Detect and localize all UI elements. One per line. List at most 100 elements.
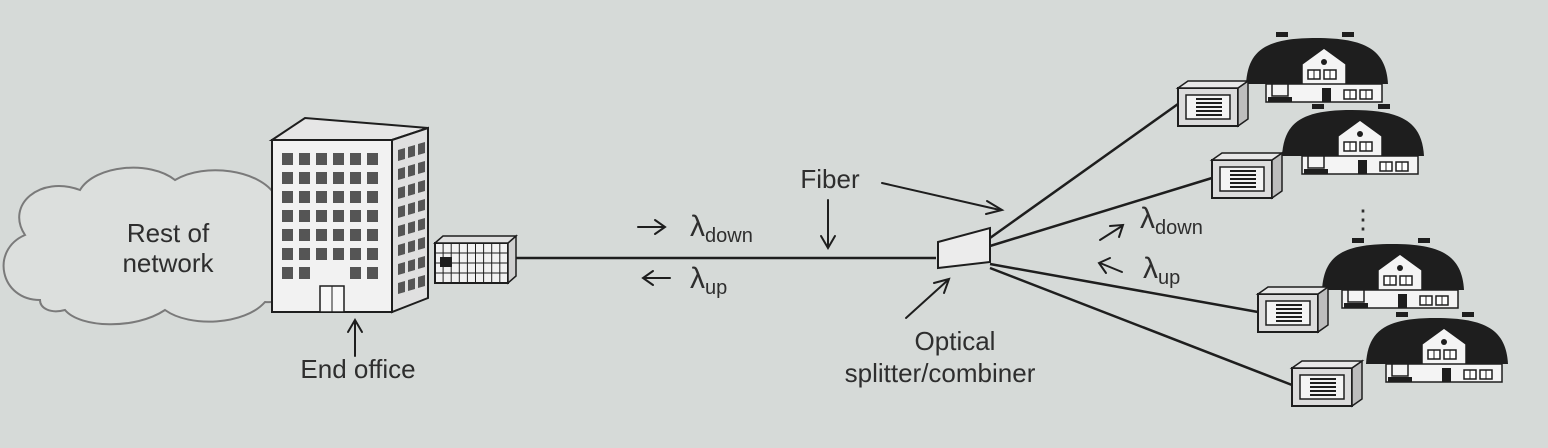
ont-box: [1289, 359, 1365, 408]
building-window: [299, 153, 310, 165]
building-window: [299, 172, 310, 184]
building-window: [333, 229, 344, 241]
building-window: [333, 210, 344, 222]
building-side-window: [398, 167, 405, 180]
home: [1322, 238, 1464, 309]
building-window: [282, 267, 293, 279]
lambda-symbol: λ: [690, 262, 705, 295]
building-side-window: [418, 237, 425, 250]
building-window: [316, 172, 327, 184]
building-window: [316, 191, 327, 203]
home: [1366, 312, 1508, 383]
building-window: [299, 191, 310, 203]
lambda-symbol: λ: [1143, 252, 1158, 285]
home: [1246, 32, 1388, 103]
building-window: [282, 210, 293, 222]
lambda-symbol: λ: [1140, 202, 1155, 235]
building-window: [282, 191, 293, 203]
building-side-window: [408, 221, 415, 234]
building-side-window: [418, 161, 425, 174]
building-side-window: [408, 278, 415, 291]
lambda-up-right: λup: [1143, 252, 1180, 289]
building-window: [350, 172, 361, 184]
building-window: [282, 248, 293, 260]
splitter-label-line2: splitter/combiner: [845, 358, 1036, 388]
building-side-window: [408, 259, 415, 272]
building-window: [333, 172, 344, 184]
building-side-window: [398, 148, 405, 161]
building-window: [282, 153, 293, 165]
lambda-up-left: λup: [690, 262, 727, 299]
optical-splitter: [937, 226, 991, 270]
down-direction-arrow-left: [637, 219, 667, 235]
more-homes-ellipsis: ⋮: [1350, 204, 1376, 234]
lambda-down-right: λdown: [1140, 202, 1203, 239]
building-window: [367, 172, 378, 184]
cloud-label-line2: network: [122, 248, 214, 278]
building-side-window: [408, 145, 415, 158]
building-side-window: [398, 205, 405, 218]
building-window: [367, 191, 378, 203]
splitter-label-line1: Optical: [915, 326, 996, 356]
building-side-window: [418, 256, 425, 269]
building-window: [282, 229, 293, 241]
building-window: [367, 210, 378, 222]
building-side-window: [408, 202, 415, 215]
olt-terminal: [433, 234, 518, 285]
building-window: [316, 210, 327, 222]
building-side-window: [418, 275, 425, 288]
building-window: [350, 267, 361, 279]
ont-box: [1175, 79, 1251, 128]
up-direction-arrow-left: [641, 270, 671, 286]
building-window: [367, 229, 378, 241]
building-side-window: [408, 164, 415, 177]
building-window: [299, 248, 310, 260]
ont-box: [1255, 285, 1331, 334]
building-side-window: [418, 142, 425, 155]
fiber-label: Fiber: [800, 164, 860, 194]
up-direction-arrow-right: [1097, 257, 1123, 274]
building-window: [367, 153, 378, 165]
end-office-building: [268, 116, 429, 314]
building-window: [333, 191, 344, 203]
splitter-pointer-arrow: [905, 277, 951, 319]
building-side-window: [408, 183, 415, 196]
ont-box: [1209, 151, 1285, 200]
building-side-window: [398, 243, 405, 256]
building-window: [299, 210, 310, 222]
down-direction-arrow-right: [1099, 223, 1125, 241]
building-side-window: [398, 186, 405, 199]
lambda-up-subscript: up: [705, 277, 727, 299]
building-window: [299, 229, 310, 241]
building-window: [333, 248, 344, 260]
end-office-pointer-arrow: [347, 318, 363, 357]
lambda-up-subscript: up: [1158, 267, 1180, 289]
drop-fibers: [989, 102, 1293, 387]
fiber-to-splitter-arrow: [881, 182, 1005, 215]
building-window: [316, 153, 327, 165]
building-side-window: [418, 180, 425, 193]
building-window: [350, 191, 361, 203]
end-office-label: End office: [300, 354, 415, 384]
building-window: [350, 229, 361, 241]
building-window: [350, 153, 361, 165]
cloud-label-line1: Rest of: [127, 218, 210, 248]
building-side-window: [418, 218, 425, 231]
lambda-down-subscript: down: [705, 225, 753, 247]
building-side-window: [418, 199, 425, 212]
building-window: [333, 153, 344, 165]
building-window: [282, 172, 293, 184]
homes-group: [1175, 32, 1508, 408]
building-window: [350, 210, 361, 222]
building-window: [316, 229, 327, 241]
building-side-window: [408, 240, 415, 253]
building-window: [299, 267, 310, 279]
rest-of-network-cloud: Rest of network: [2, 166, 311, 326]
building-side-window: [398, 262, 405, 275]
building-window: [350, 248, 361, 260]
building-window: [316, 248, 327, 260]
lambda-down-left: λdown: [690, 210, 753, 247]
building-window: [367, 248, 378, 260]
